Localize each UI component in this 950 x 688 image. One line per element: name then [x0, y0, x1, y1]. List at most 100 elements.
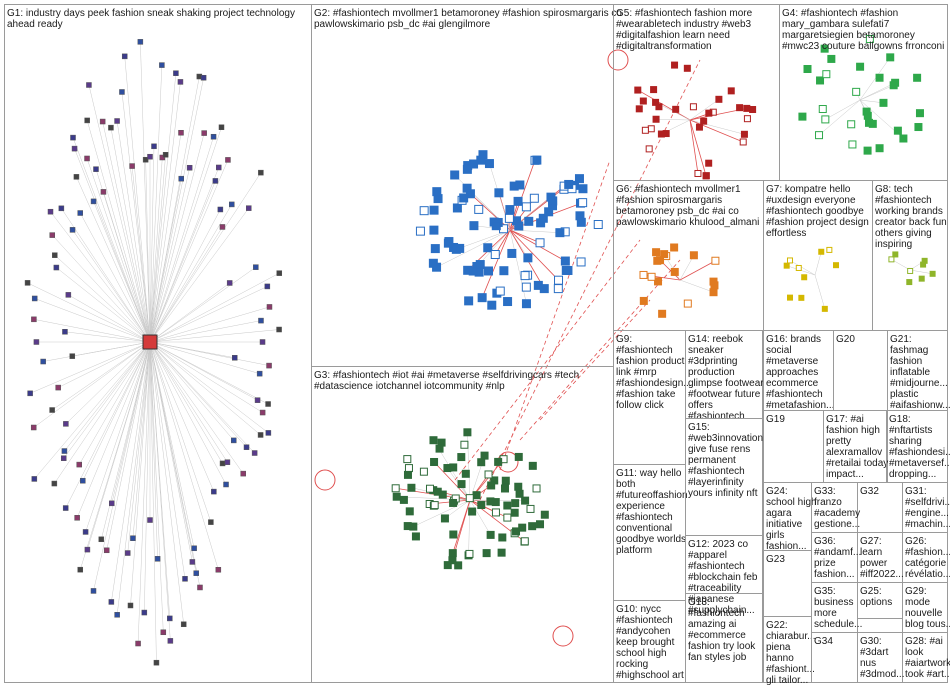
node [865, 35, 874, 44]
edge [149, 341, 157, 663]
node [449, 463, 458, 472]
edge [149, 159, 229, 343]
node [847, 120, 856, 129]
edge [149, 341, 186, 579]
node [189, 559, 196, 565]
edge [149, 132, 182, 343]
group-label-g24: initiative [766, 519, 803, 530]
group-label-g21: #midjourne... [890, 378, 948, 389]
group-label-g21: plastic [890, 389, 918, 400]
node [783, 262, 790, 269]
edge [116, 120, 151, 343]
group-label-g11: conventional [616, 523, 672, 534]
node [476, 155, 486, 165]
group-label-g18: #metaversef... [889, 458, 950, 469]
group-label-g8: G8: tech [875, 184, 913, 195]
node [265, 401, 271, 407]
node [69, 353, 76, 359]
group-box-g15 [685, 418, 763, 536]
group-box-g36 [811, 532, 858, 583]
node [520, 537, 529, 546]
edge [149, 226, 223, 343]
group-label-g13: G13: [688, 597, 710, 608]
node [77, 566, 84, 573]
node [225, 157, 231, 163]
node [218, 124, 225, 130]
node [90, 198, 97, 205]
edge [130, 341, 151, 606]
node [86, 82, 92, 88]
group-label-g9: link #mrp [616, 367, 657, 378]
group-label-g33: gestione... [814, 519, 860, 530]
node [403, 470, 412, 479]
group-label-g15: #fashiontech [688, 466, 745, 477]
node [929, 270, 936, 277]
node [494, 188, 504, 198]
node [49, 232, 56, 238]
edge [859, 85, 894, 101]
node [137, 39, 144, 45]
group-label-g22: hanno [766, 653, 794, 664]
node [93, 166, 99, 172]
node [31, 476, 38, 482]
node [217, 206, 224, 213]
edge [149, 73, 177, 343]
node [141, 609, 148, 616]
node [514, 482, 523, 491]
node [403, 455, 412, 464]
node [135, 640, 141, 647]
node [124, 550, 131, 556]
node [429, 225, 439, 235]
edge [149, 76, 200, 343]
node [705, 109, 713, 117]
node [709, 277, 718, 286]
edge [689, 119, 707, 176]
node [419, 206, 429, 216]
group-label-g17: pretty [826, 436, 851, 447]
node [526, 504, 535, 513]
edge [30, 341, 151, 394]
node [84, 117, 90, 124]
edge [469, 499, 491, 536]
group-label-g28: G28: #ai [905, 636, 943, 647]
node [495, 286, 505, 296]
node [211, 488, 217, 495]
node [535, 238, 545, 248]
node [521, 282, 531, 292]
node [743, 104, 751, 112]
edge [149, 341, 261, 436]
node [74, 515, 80, 521]
edge [64, 341, 151, 452]
edge [76, 341, 151, 518]
edge [149, 154, 166, 343]
node [162, 152, 169, 158]
edge [80, 212, 151, 343]
node [683, 64, 691, 72]
node [60, 455, 67, 461]
node [503, 297, 513, 307]
node [694, 169, 702, 177]
edge [149, 81, 181, 343]
node [33, 339, 40, 345]
group-label-g21: inflatable [890, 367, 930, 378]
node [65, 292, 72, 298]
edge [825, 99, 861, 120]
node [229, 201, 235, 208]
edge [149, 127, 222, 343]
node [803, 65, 812, 74]
node [160, 629, 167, 636]
hub-node [142, 334, 158, 350]
edge [63, 341, 151, 459]
group-label-g16: ecommerce [766, 378, 819, 389]
edge [859, 82, 896, 101]
node [455, 243, 465, 253]
node [798, 112, 807, 121]
node [503, 501, 512, 510]
node [848, 140, 857, 149]
edge [149, 341, 164, 633]
group-label-g6: G6: #fashiontech mvollmer1 [616, 184, 741, 195]
group-label-g35: G35: [814, 586, 836, 597]
group-label-g33: #academy [814, 508, 860, 519]
group-label-g13: amazing ai [688, 619, 736, 630]
node [564, 179, 574, 189]
